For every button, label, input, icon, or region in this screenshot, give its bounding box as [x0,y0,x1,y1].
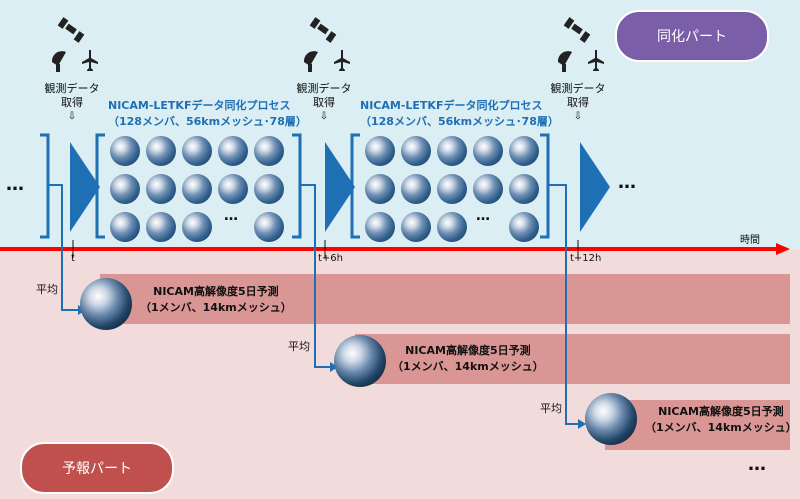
ellipsis-grid-2: … [476,208,492,224]
ensemble-earth [437,136,467,166]
antenna-icon [303,51,318,72]
down-arrow-icon: ⇩ [67,111,77,122]
ensemble-earth [473,174,503,204]
ensemble-earth [146,174,176,204]
ensemble-earth [401,174,431,204]
ensemble-earth [182,212,212,242]
ensemble-earth [437,174,467,204]
ensemble-earth [182,136,212,166]
average-label-1: 平均 [36,283,58,296]
ensemble-earth [509,212,539,242]
ellipsis-left: … [6,174,26,195]
ensemble-earth [473,136,503,166]
tick-label-t12: t+12h [570,253,602,264]
connector-1 [48,184,78,311]
connector-3 [548,184,578,425]
forecast-bar-1 [100,274,790,324]
ensemble-earth [365,212,395,242]
ensemble-earth [401,212,431,242]
ensemble-earth [182,174,212,204]
ensemble-earth [110,136,140,166]
ensemble-earth [509,136,539,166]
satellite-icon [563,17,591,43]
ensemble-earth [254,136,284,166]
plane-icon [588,50,604,71]
ensemble-earth [218,136,248,166]
obs-label-3: 観測データ取得 ⇩ [543,82,613,124]
time-axis-label: 時間 [740,235,760,246]
forecast-earth-1 [80,278,132,330]
bracket-3 [540,133,550,239]
tick-label-t6: t+6h [318,253,343,264]
bracket-1 [40,133,50,239]
forecast-label-1: NICAM高解像度5日予測（1メンバ、14kmメッシュ） [140,285,292,314]
ensemble-earth [437,212,467,242]
down-arrow-icon: ⇩ [573,111,583,122]
ellipsis-forecast: … [748,454,768,475]
average-label-3: 平均 [540,402,562,415]
ellipsis-right: … [618,172,638,193]
tick-label-t: t [71,253,75,264]
ensemble-earth [146,136,176,166]
ensemble-earth [401,136,431,166]
process-label-2: NICAM-LETKFデータ同化プロセス（128メンバ、56kmメッシュ･78層… [360,99,559,128]
forecast-earth-2 [334,335,386,387]
ensemble-earth [218,174,248,204]
forecast-label-2: NICAM高解像度5日予測（1メンバ、14kmメッシュ） [392,344,544,373]
assimilation-part-badge: 同化パート [615,10,769,62]
forecast-part-badge: 予報パート [20,442,174,494]
antenna-icon [557,51,572,72]
timeline-arrowhead [776,243,790,255]
ellipsis-grid-1: … [224,208,240,224]
ensemble-earth [110,174,140,204]
ensemble-earth [509,174,539,204]
forecast-label-3: NICAM高解像度5日予測（1メンバ、14kmメッシュ） [645,405,797,434]
satellite-icon [309,17,337,43]
down-arrow-icon: ⇩ [319,111,329,122]
connector-3-head [578,419,586,429]
ensemble-earth [365,174,395,204]
connector-2 [300,184,330,368]
ensemble-earth [254,174,284,204]
ensemble-earth [146,212,176,242]
process-label-1: NICAM-LETKFデータ同化プロセス（128メンバ、56kmメッシュ･78層… [108,99,307,128]
ensemble-earth [365,136,395,166]
obs-label-2: 観測データ取得 ⇩ [289,82,359,124]
satellite-icon [57,17,85,43]
forecast-bar-2 [355,334,790,384]
obs-label-1: 観測データ取得 ⇩ [37,82,107,124]
plane-icon [334,50,350,71]
antenna-icon [51,51,66,72]
assim-triangle-1 [70,142,100,232]
ensemble-earth [254,212,284,242]
assim-triangle-2 [325,142,355,232]
assim-triangle-3 [580,142,610,232]
bracket-2 [292,133,302,239]
average-label-2: 平均 [288,340,310,353]
ensemble-earth [110,212,140,242]
forecast-earth-3 [585,393,637,445]
plane-icon [82,50,98,71]
